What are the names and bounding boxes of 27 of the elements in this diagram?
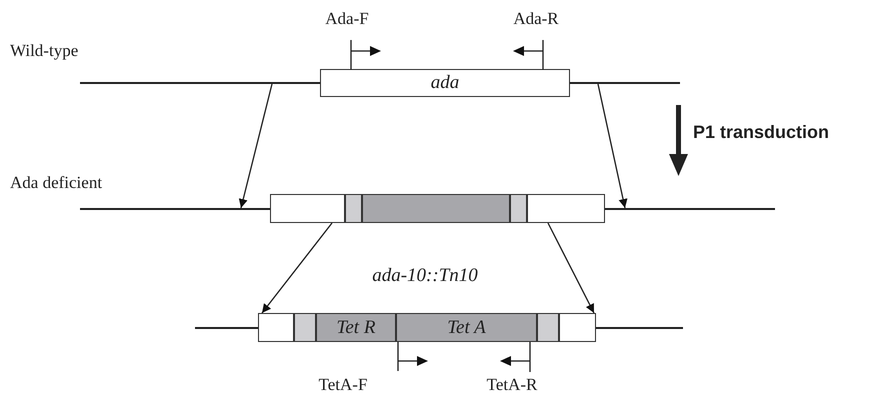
- row-label: Wild-type: [10, 41, 78, 61]
- insertion-label: ada-10::Tn10: [372, 266, 478, 286]
- gene-name: Tet R: [336, 318, 376, 338]
- primer-label: Ada-R: [513, 9, 559, 29]
- dna-segment: [362, 194, 510, 223]
- arrow: [261, 222, 333, 314]
- gene-segment: [316, 313, 396, 342]
- gene-name: ada: [430, 73, 460, 93]
- arrow-label: P1 transduction: [693, 122, 830, 142]
- primer-label: TetA-F: [318, 375, 368, 395]
- dna-segment: [258, 313, 294, 342]
- dna-segment: [559, 313, 596, 342]
- arrow: [547, 222, 595, 314]
- gene-segment: [396, 313, 537, 342]
- dna-segment: [527, 194, 605, 223]
- arrow: [597, 84, 628, 208]
- dna-segment: [345, 194, 362, 223]
- dna-segment: [510, 194, 527, 223]
- dna-segment: [537, 313, 559, 342]
- dna-segment: [294, 313, 316, 342]
- primer-label: TetA-R: [486, 375, 538, 395]
- gene-box: [320, 69, 570, 97]
- gene-name: Tet A: [447, 318, 486, 338]
- row-label: Ada deficient: [10, 173, 102, 193]
- dna-segment: [270, 194, 345, 223]
- primer-label: Ada-F: [325, 9, 369, 29]
- arrow: [238, 84, 273, 208]
